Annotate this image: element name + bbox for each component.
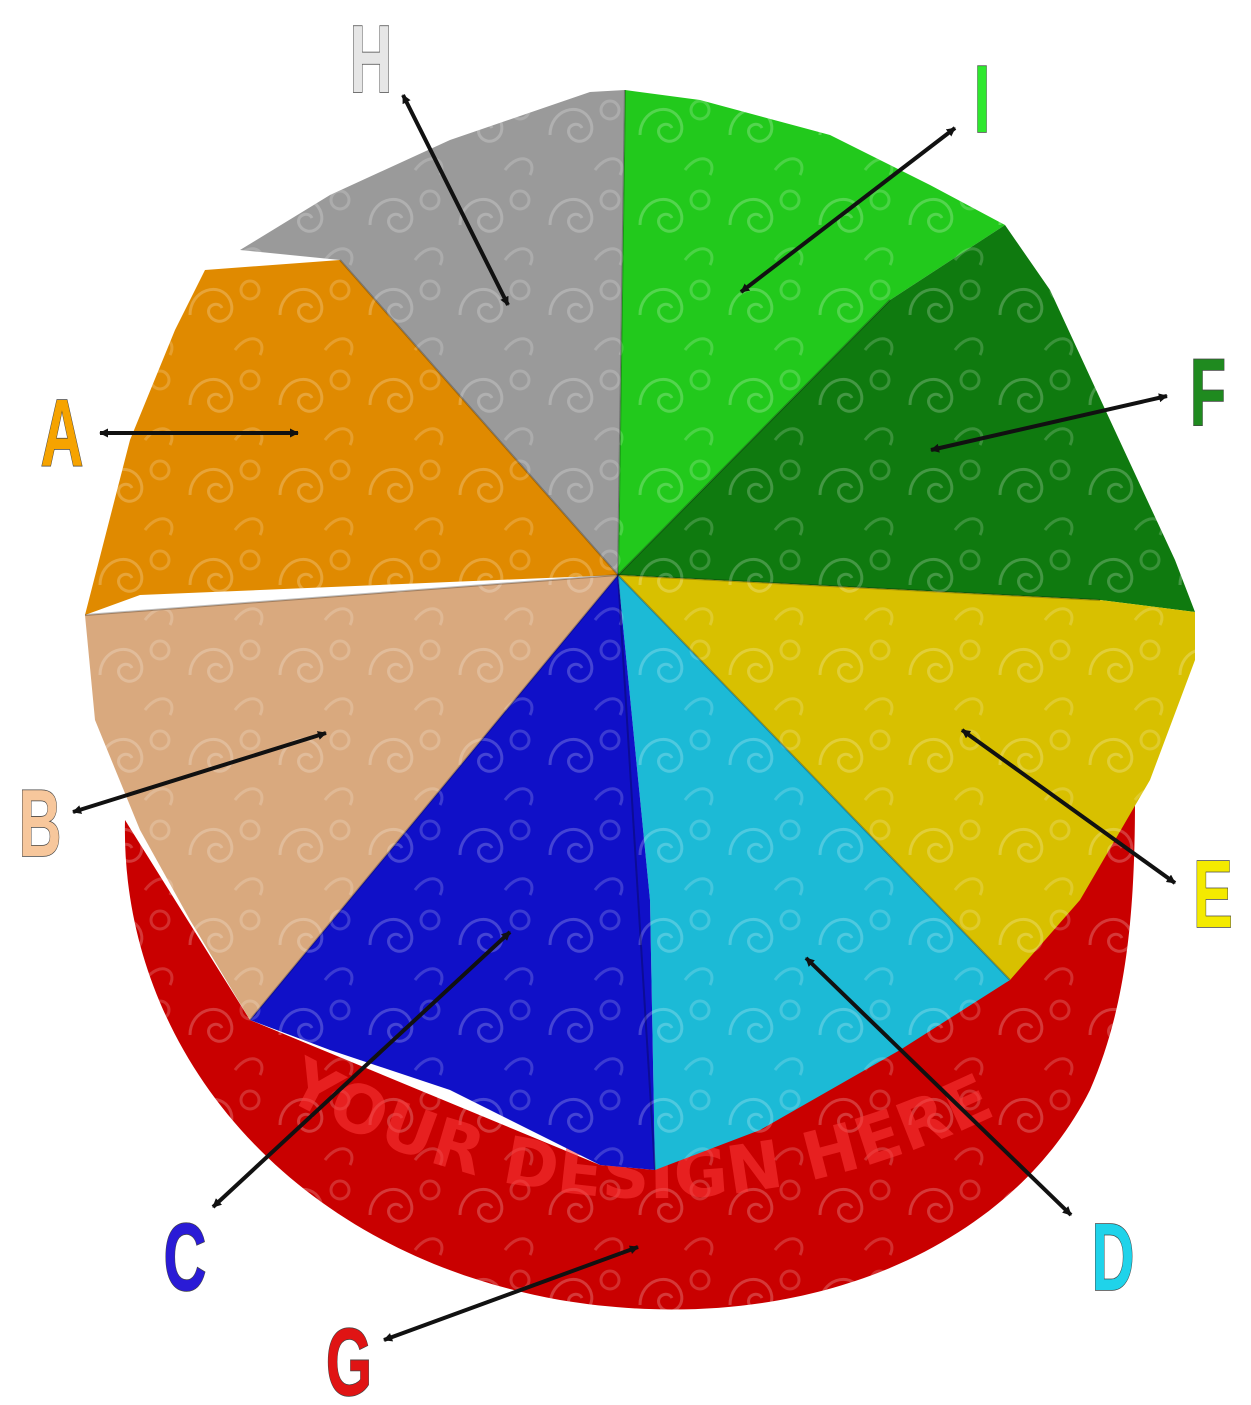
label-h: H [350, 5, 393, 112]
label-a: A [41, 379, 84, 486]
label-f: F [1190, 338, 1226, 445]
label-i: I [974, 45, 991, 152]
label-e: E [1193, 840, 1233, 947]
label-g: G [326, 1308, 372, 1400]
label-b: B [19, 769, 62, 876]
label-c: C [164, 1203, 207, 1310]
label-d: D [1092, 1203, 1135, 1310]
